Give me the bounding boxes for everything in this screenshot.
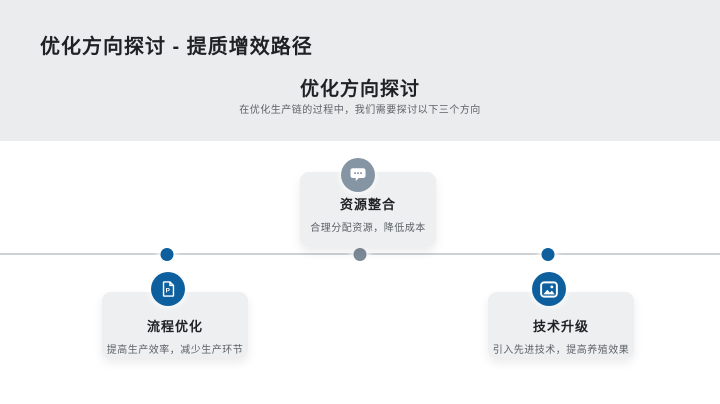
- card-desc: 引入先进技术，提高养殖效果: [492, 345, 630, 356]
- header-band: [0, 0, 720, 141]
- technology-node-circle: [532, 272, 566, 306]
- card-title: 流程优化: [146, 319, 203, 334]
- resource-node-circle: [341, 158, 375, 192]
- section-heading: 优化方向探讨: [299, 79, 420, 100]
- card-desc: 合理分配资源，降低成本: [310, 223, 426, 234]
- card-resource-integration: 资源整合 合理分配资源，降低成本: [300, 172, 436, 247]
- card-title: 技术升级: [532, 319, 589, 334]
- document-icon: P: [160, 280, 177, 298]
- section-subheading: 在优化生产链的过程中，我们需要探讨以下三个方向: [239, 105, 481, 116]
- timeline-dot-resource: [353, 248, 367, 261]
- svg-text:P: P: [165, 288, 170, 295]
- chat-icon: [349, 166, 367, 184]
- card-desc: 提高生产效率，减少生产环节: [106, 345, 244, 356]
- card-title: 资源整合: [339, 197, 396, 212]
- timeline-dot-technology: [541, 248, 555, 261]
- page-title: 优化方向探讨 - 提质增效路径: [40, 36, 313, 58]
- process-node-circle: P: [151, 272, 185, 306]
- timeline-dot-process: [160, 248, 174, 261]
- image-icon: [540, 280, 558, 298]
- card-technology-upgrade: 技术升级 引入先进技术，提高养殖效果: [488, 292, 634, 358]
